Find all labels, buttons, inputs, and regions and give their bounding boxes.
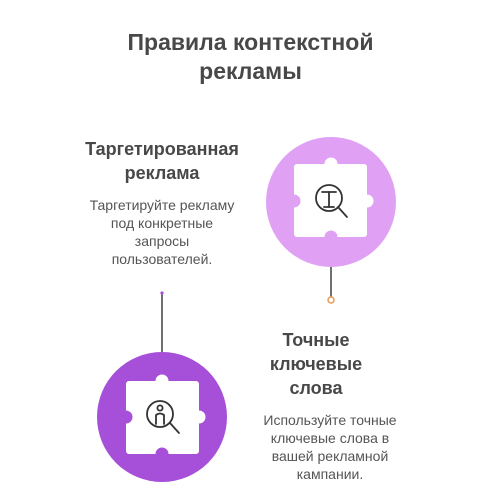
step-1-description: Таргетируйте рекламу под конкретные запр… <box>62 196 262 268</box>
person-search-icon <box>146 400 180 434</box>
connector-dot-1 <box>327 296 335 304</box>
step-2-heading-line-1: Точные <box>282 330 350 350</box>
step-1-heading-line-2: реклама <box>124 163 200 183</box>
step-1-heading-line-1: Таргетированная <box>85 139 239 159</box>
title-line-1: Правила контекстной <box>127 29 374 55</box>
step-2-heading-line-3: слова <box>289 378 343 398</box>
step-2-heading-line-2: ключевые <box>269 354 363 374</box>
step-2-desc-line-1: Используйте точные <box>263 412 397 428</box>
connector-dot-2 <box>160 291 164 295</box>
step-2-heading: Точные ключевые слова <box>236 328 396 400</box>
step-2-desc-line-3: вашей рекламной <box>271 448 389 464</box>
step-1-desc-line-3: запросы <box>134 233 190 249</box>
step-1-puzzle-piece <box>287 157 374 244</box>
step-1-desc-line-2: под конкретные <box>110 215 214 231</box>
step-2-desc-line-2: ключевые слова в <box>270 430 390 446</box>
step-2-desc-line-4: кампании. <box>296 466 364 482</box>
title-line-2: рекламы <box>199 58 302 84</box>
step-2-description: Используйте точные ключевые слова в ваше… <box>240 411 420 483</box>
step-1-desc-line-1: Таргетируйте рекламу <box>89 197 235 213</box>
step-2-puzzle-piece <box>119 374 206 461</box>
step-1-heading: Таргетированная реклама <box>62 137 262 185</box>
step-1-desc-line-4: пользователей. <box>111 251 213 267</box>
page-title: Правила контекстной рекламы <box>0 28 501 86</box>
target-search-icon <box>315 184 348 218</box>
